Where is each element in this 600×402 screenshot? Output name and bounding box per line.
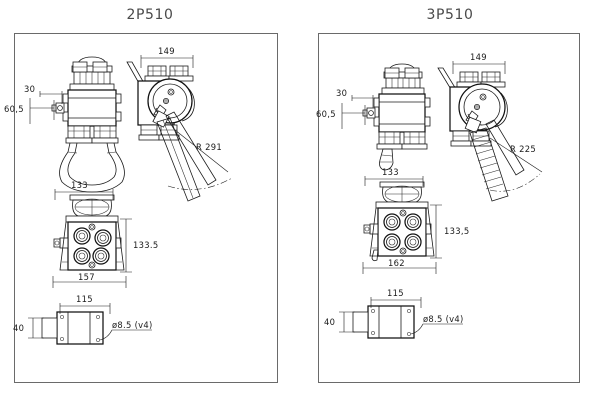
dim-115-left: 115 <box>76 294 93 304</box>
dim-149-left: 149 <box>158 46 175 56</box>
dim-group-605-right: 60,5 <box>316 103 366 129</box>
dim-hole-right: ø8.5 (v4) <box>423 314 464 324</box>
dim-group-30-right: 30 <box>336 88 374 108</box>
drawing-right: 30 60,5 <box>316 52 543 339</box>
dim-group-149-right: 149 <box>452 52 506 74</box>
dim-group-40-right: 40 <box>324 311 355 333</box>
dim-149-right: 149 <box>470 52 487 62</box>
side-view-left <box>126 61 233 202</box>
dim-30-right: 30 <box>336 88 347 98</box>
dim-157-left: 157 <box>78 272 95 282</box>
dim-group-157-left: 157 <box>52 272 127 288</box>
panel-title-right: 3P510 <box>426 7 474 23</box>
dim-group-115-left: 115 <box>59 294 111 314</box>
callout-hole-left: ø8.5 (v4) <box>99 320 153 341</box>
dim-group-40-left: 40 <box>13 317 44 339</box>
panel-title-left: 2P510 <box>126 7 174 23</box>
side-view-right <box>437 67 541 202</box>
dim-605-left: 60,5 <box>4 104 24 114</box>
front-view-right <box>362 63 431 171</box>
dim-hole-left: ø8.5 (v4) <box>112 320 153 330</box>
base-plate-view-left <box>41 311 104 345</box>
dim-group-115-right: 115 <box>370 288 422 308</box>
dim-133-left: 133 <box>71 180 88 190</box>
dim-group-30-left: 30 <box>24 84 63 104</box>
callout-hole-right: ø8.5 (v4) <box>410 314 464 335</box>
dim-group-r291-left: R 291 <box>174 129 229 173</box>
top-view-right <box>363 181 435 262</box>
panel-2p510: 2P510 <box>4 7 278 383</box>
dim-115-right: 115 <box>387 288 404 298</box>
dim-40-left: 40 <box>13 323 24 333</box>
dim-r291-left: R 291 <box>196 142 222 152</box>
panel-3p510: 3P510 <box>300 0 600 402</box>
dim-r225-right: R 225 <box>510 144 536 154</box>
dim-group-1335-right: 133,5 <box>430 204 469 259</box>
dim-group-133-right: 133 <box>364 167 424 186</box>
top-view-left <box>53 194 125 271</box>
dim-162-right: 162 <box>388 258 405 268</box>
dim-group-133-left: 133 <box>54 180 114 200</box>
dim-group-162-right: 162 <box>362 258 437 274</box>
dim-group-1335-left: 133.5 <box>120 218 158 273</box>
dim-1335-right: 133,5 <box>444 226 469 236</box>
dim-40-right: 40 <box>324 317 335 327</box>
dim-group-149-left: 149 <box>140 46 194 68</box>
drawing-left: 30 60,5 <box>4 46 233 345</box>
dim-group-605-left: 60,5 <box>4 98 55 124</box>
dim-30-left: 30 <box>24 84 35 94</box>
base-plate-view-right <box>352 305 415 339</box>
dim-group-r225-right: R 225 <box>489 137 543 173</box>
dim-133-right: 133 <box>382 167 399 177</box>
dim-1335-left: 133.5 <box>133 240 158 250</box>
dim-605-right: 60,5 <box>316 109 336 119</box>
front-view-left <box>51 56 125 193</box>
